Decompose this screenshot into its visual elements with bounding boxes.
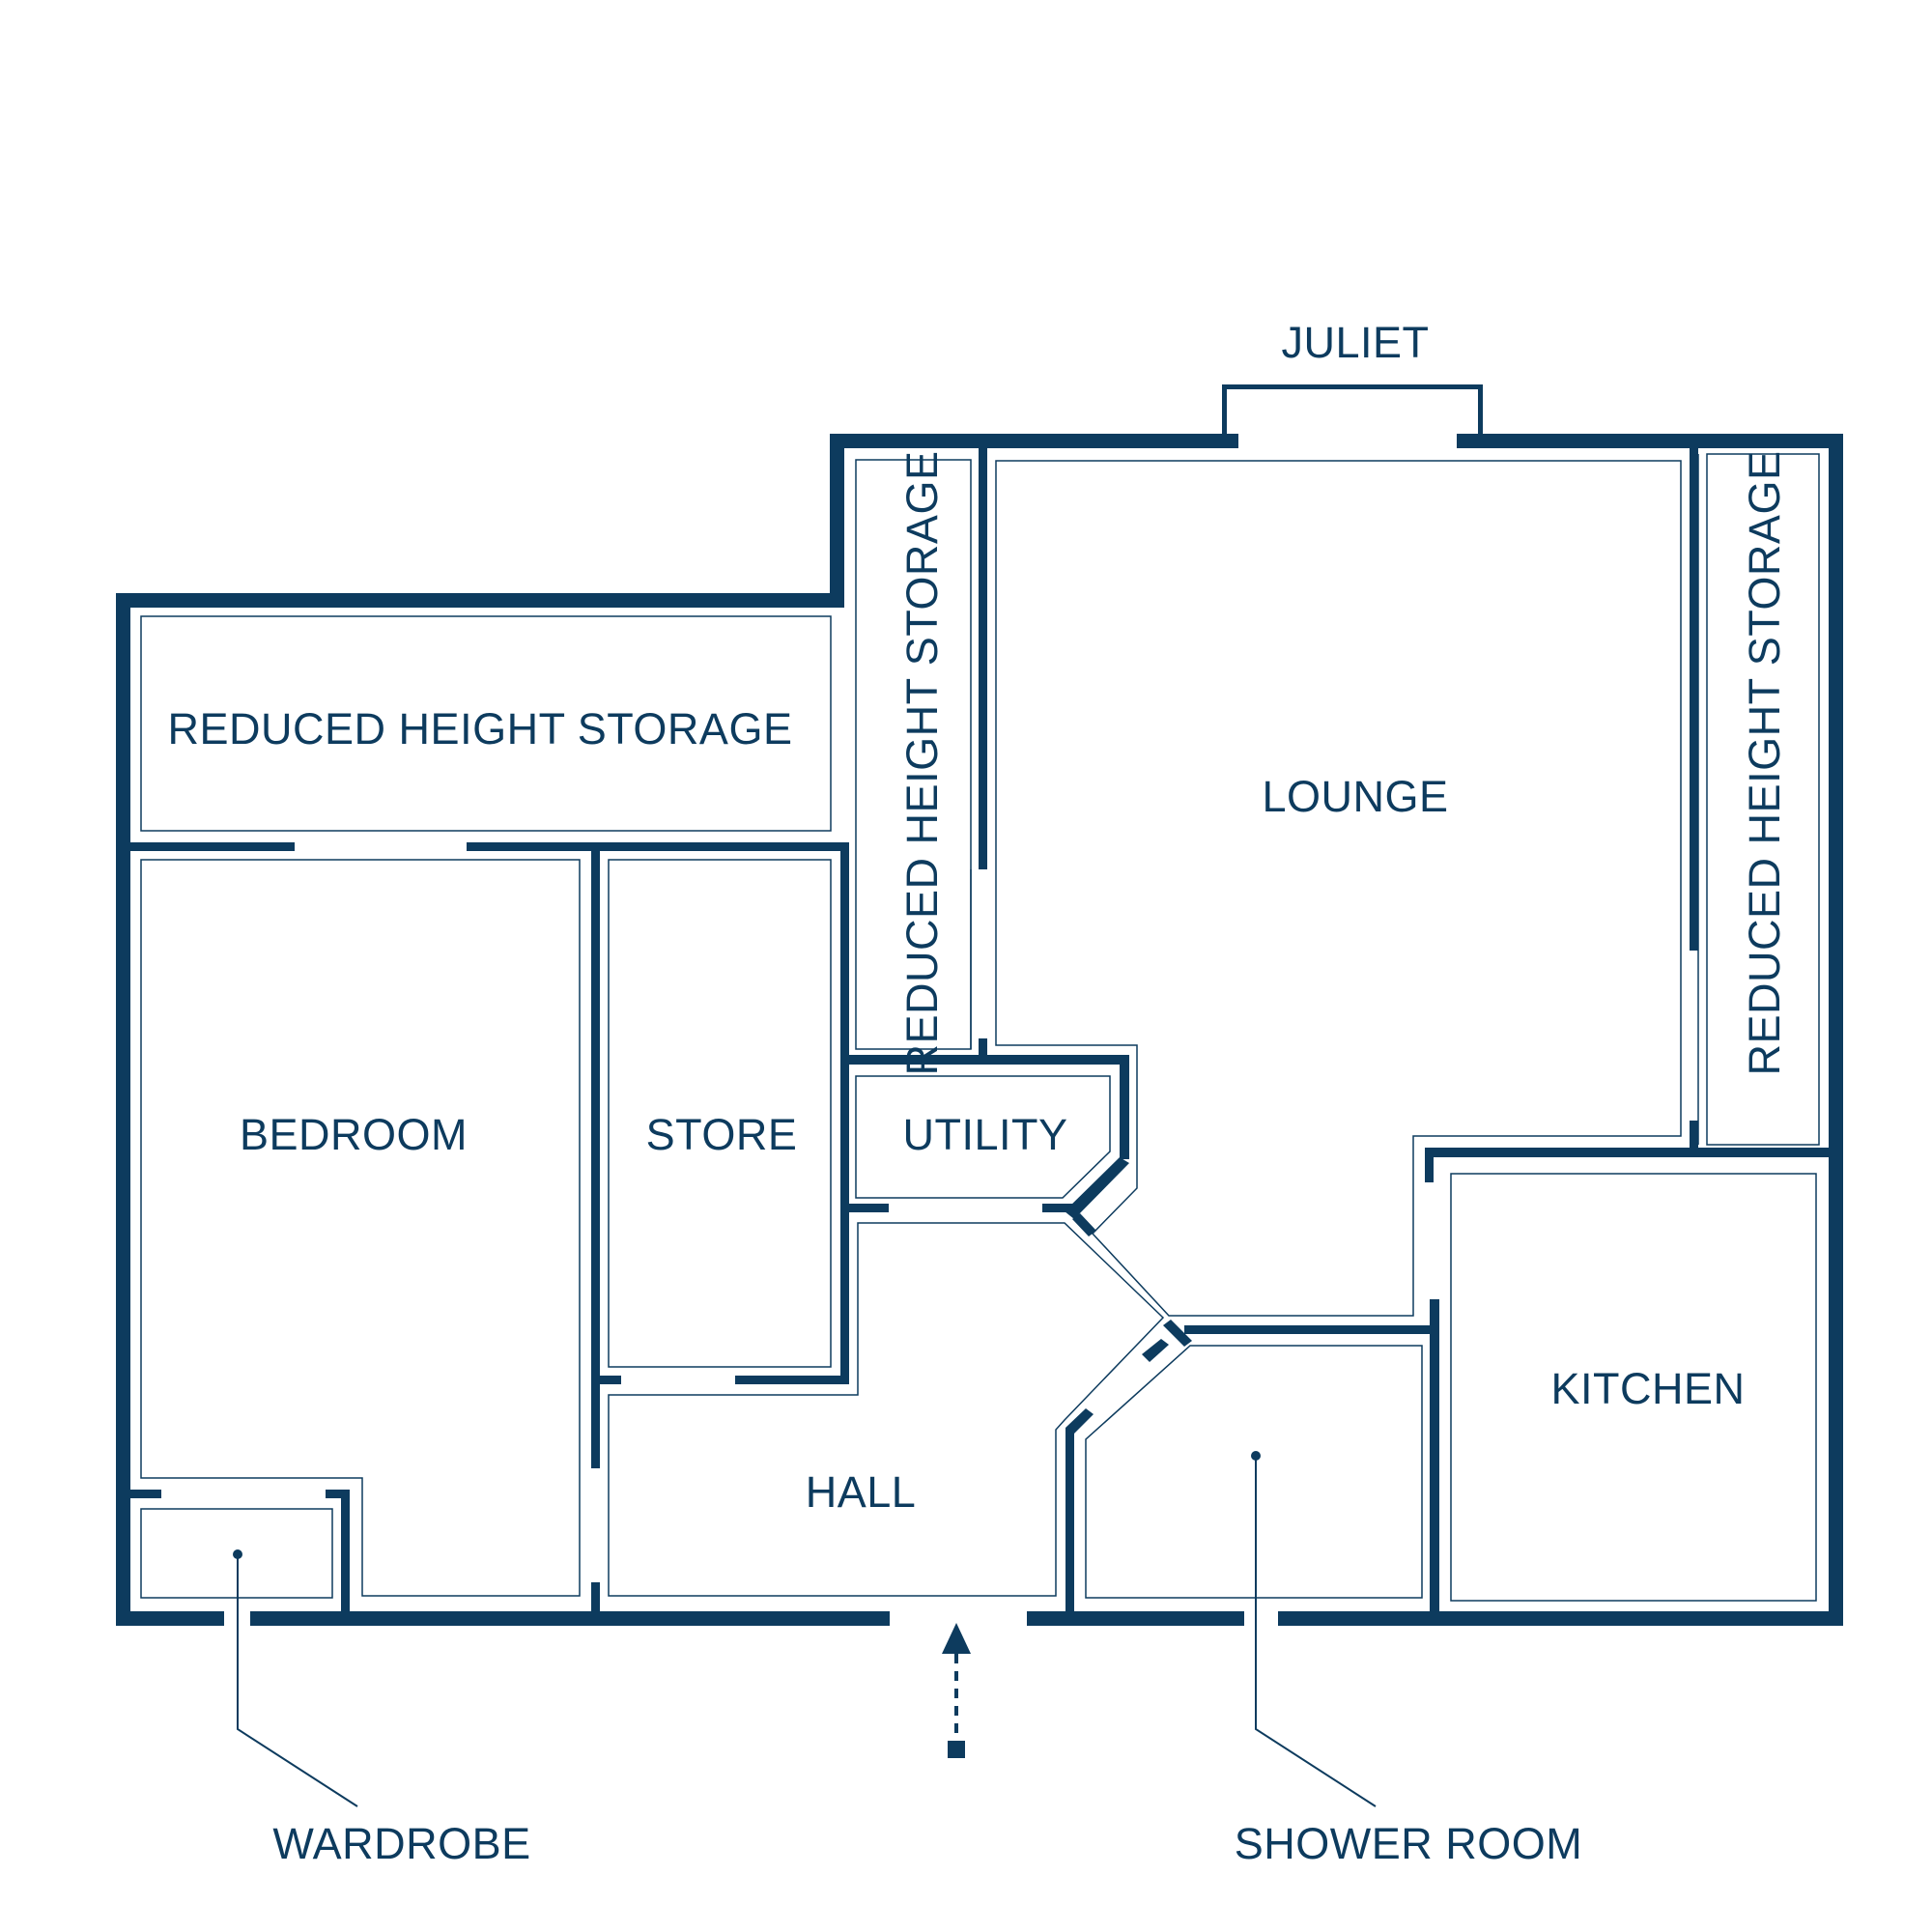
label-shower-room: SHOWER ROOM — [1235, 1819, 1583, 1868]
label-store: STORE — [646, 1110, 798, 1159]
label-hall: HALL — [806, 1467, 917, 1517]
label-kitchen: KITCHEN — [1550, 1364, 1745, 1413]
leader-wardrobe — [233, 1549, 358, 1807]
label-bedroom: BEDROOM — [240, 1110, 468, 1159]
label-juliet: JULIET — [1281, 318, 1429, 367]
label-storage-top: REDUCED HEIGHT STORAGE — [168, 704, 793, 753]
label-lounge: LOUNGE — [1262, 772, 1448, 821]
label-storage-mid: REDUCED HEIGHT STORAGE — [897, 451, 947, 1076]
juliet-balcony — [1222, 384, 1483, 436]
label-wardrobe: WARDROBE — [272, 1819, 530, 1868]
room-outlines — [140, 453, 1820, 1602]
leader-shower-room — [1251, 1451, 1377, 1807]
entrance-arrow-icon — [942, 1623, 971, 1758]
outer-walls — [116, 434, 1843, 1626]
label-utility: UTILITY — [902, 1110, 1067, 1159]
label-storage-right: REDUCED HEIGHT STORAGE — [1740, 451, 1789, 1076]
internal-walls — [130, 448, 1843, 1618]
